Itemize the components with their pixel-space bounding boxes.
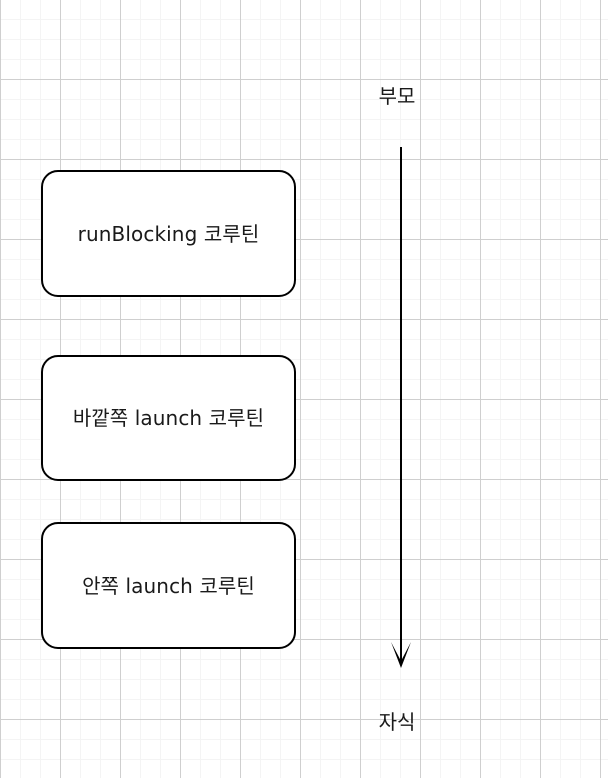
arrow-head-icon: [391, 642, 411, 668]
node-outer-launch[interactable]: 바깥쪽 launch 코루틴: [41, 355, 296, 481]
node-inner-launch[interactable]: 안쪽 launch 코루틴: [41, 522, 296, 649]
node-run-blocking[interactable]: runBlocking 코루틴: [41, 170, 296, 297]
node-label: 안쪽 launch 코루틴: [82, 573, 255, 598]
node-label: 바깥쪽 launch 코루틴: [72, 406, 265, 430]
arrow-label-child: 자식: [378, 710, 416, 734]
arrow-label-parent: 부모: [378, 84, 416, 108]
node-label: runBlocking 코루틴: [77, 221, 260, 246]
